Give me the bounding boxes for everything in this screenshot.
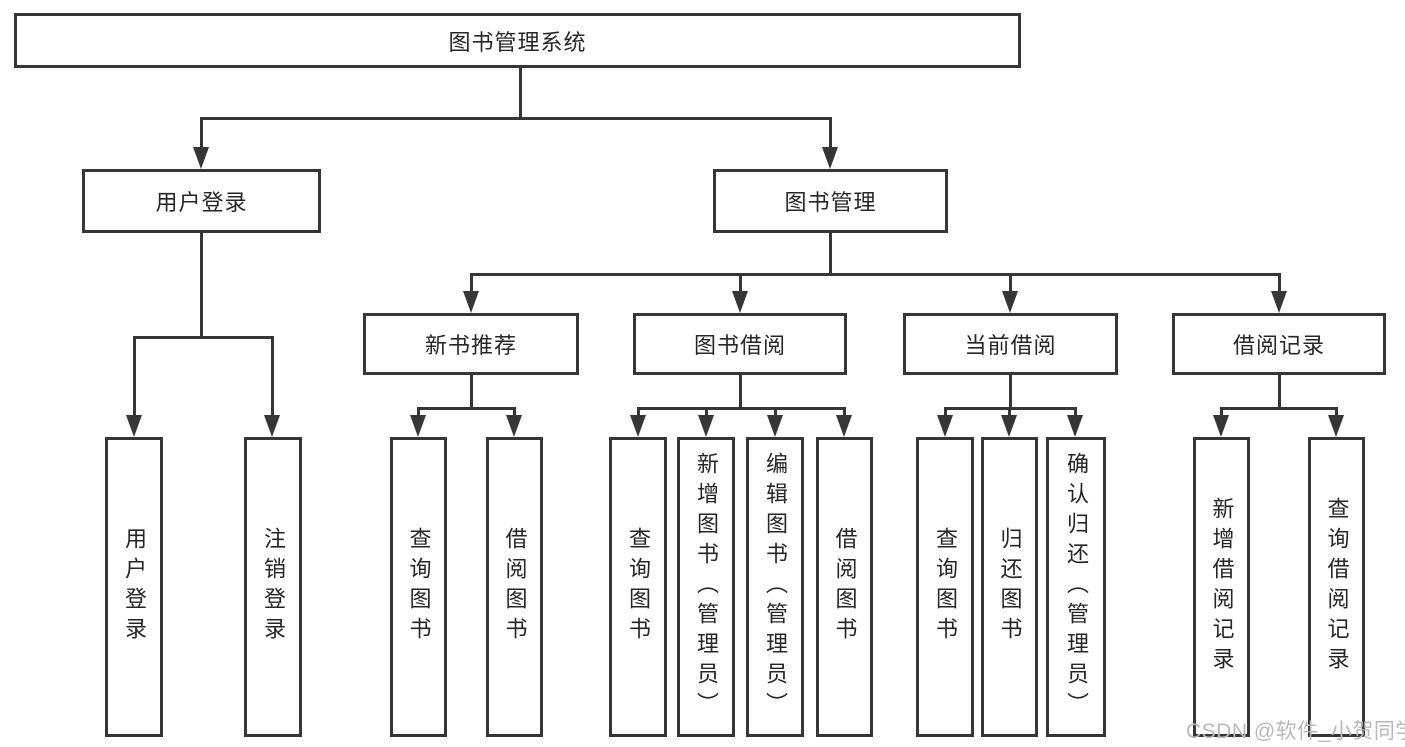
arrow-down-icon bbox=[1067, 415, 1083, 437]
leaf-borrow-books: 借阅图书 bbox=[816, 437, 873, 737]
arrow-down-icon bbox=[1002, 291, 1018, 313]
node-borrow-records: 借阅记录 bbox=[1172, 313, 1386, 375]
arrow-down-icon bbox=[937, 415, 953, 437]
arrow-down-icon bbox=[836, 415, 852, 437]
connector-shaft bbox=[1009, 273, 1012, 293]
connector-shaft bbox=[1335, 407, 1338, 419]
arrow-down-icon bbox=[463, 291, 479, 313]
arrow-down-icon bbox=[410, 415, 426, 437]
arrow-down-icon bbox=[630, 415, 646, 437]
arrow-down-icon bbox=[1271, 291, 1287, 313]
node-book-management: 图书管理 bbox=[713, 169, 948, 233]
connector-shaft bbox=[271, 336, 274, 417]
leaf-query-books: 查询图书 bbox=[916, 437, 974, 737]
connector-stub bbox=[1009, 375, 1012, 409]
connector-shaft bbox=[774, 407, 777, 419]
arrow-down-icon bbox=[1328, 415, 1344, 437]
connector-shaft bbox=[470, 273, 473, 293]
node-current-borrow: 当前借阅 bbox=[903, 313, 1118, 375]
connector-stub bbox=[1278, 375, 1281, 409]
connector-shaft bbox=[513, 407, 516, 419]
connector-level2-branch bbox=[470, 273, 1280, 276]
leaf-edit-books-admin: 编辑图书（管理员） bbox=[746, 437, 804, 737]
connector-shaft bbox=[843, 407, 846, 419]
arrow-down-icon bbox=[506, 415, 522, 437]
leaf-borrow-books: 借阅图书 bbox=[486, 437, 543, 737]
connector-shaft bbox=[739, 273, 742, 293]
connector-stub bbox=[200, 233, 203, 338]
node-new-book-recommend: 新书推荐 bbox=[363, 313, 579, 375]
node-library-system: 图书管理系统 bbox=[14, 13, 1021, 68]
watermark: CSDN @软件_小贺同学 bbox=[1186, 720, 1405, 743]
connector-branch bbox=[133, 336, 274, 339]
leaf-query-books: 查询图书 bbox=[609, 437, 667, 737]
arrow-down-icon bbox=[698, 415, 714, 437]
arrow-down-icon bbox=[193, 147, 209, 169]
connector-root-stub bbox=[519, 67, 522, 120]
connector-branch bbox=[1220, 407, 1337, 410]
connector-stub bbox=[739, 375, 742, 409]
leaf-query-borrow-record: 查询借阅记录 bbox=[1308, 437, 1365, 737]
connector-shaft bbox=[829, 117, 832, 150]
connector-shaft bbox=[1278, 273, 1281, 293]
connector-stub bbox=[829, 233, 832, 275]
arrow-down-icon bbox=[1001, 415, 1017, 437]
connector-shaft bbox=[1074, 407, 1077, 419]
arrow-down-icon bbox=[126, 415, 142, 437]
node-user-login: 用户登录 bbox=[82, 169, 321, 233]
leaf-user-login: 用户登录 bbox=[105, 437, 163, 737]
connector-branch bbox=[417, 407, 516, 410]
arrow-down-icon bbox=[1213, 415, 1229, 437]
arrow-down-icon bbox=[732, 291, 748, 313]
connector-shaft bbox=[705, 407, 708, 419]
leaf-add-books-admin: 新增图书（管理员） bbox=[677, 437, 735, 737]
arrow-down-icon bbox=[264, 415, 280, 437]
connector-shaft bbox=[133, 336, 136, 417]
arrow-down-icon bbox=[822, 147, 838, 169]
leaf-logout: 注销登录 bbox=[244, 437, 302, 737]
leaf-query-books: 查询图书 bbox=[390, 437, 447, 737]
connector-level1-branch bbox=[200, 117, 832, 120]
leaf-confirm-return-admin: 确认归还（管理员） bbox=[1046, 437, 1106, 737]
connector-shaft bbox=[1008, 407, 1011, 419]
leaf-add-borrow-record: 新增借阅记录 bbox=[1193, 437, 1250, 737]
connector-shaft bbox=[417, 407, 420, 419]
connector-shaft bbox=[200, 117, 203, 150]
connector-shaft bbox=[637, 407, 640, 419]
connector-branch bbox=[637, 407, 846, 410]
connector-shaft bbox=[944, 407, 947, 419]
arrow-down-icon bbox=[767, 415, 783, 437]
node-book-borrow: 图书借阅 bbox=[633, 313, 847, 375]
connector-stub bbox=[470, 375, 473, 409]
leaf-return-books: 归还图书 bbox=[981, 437, 1038, 737]
connector-shaft bbox=[1220, 407, 1223, 419]
